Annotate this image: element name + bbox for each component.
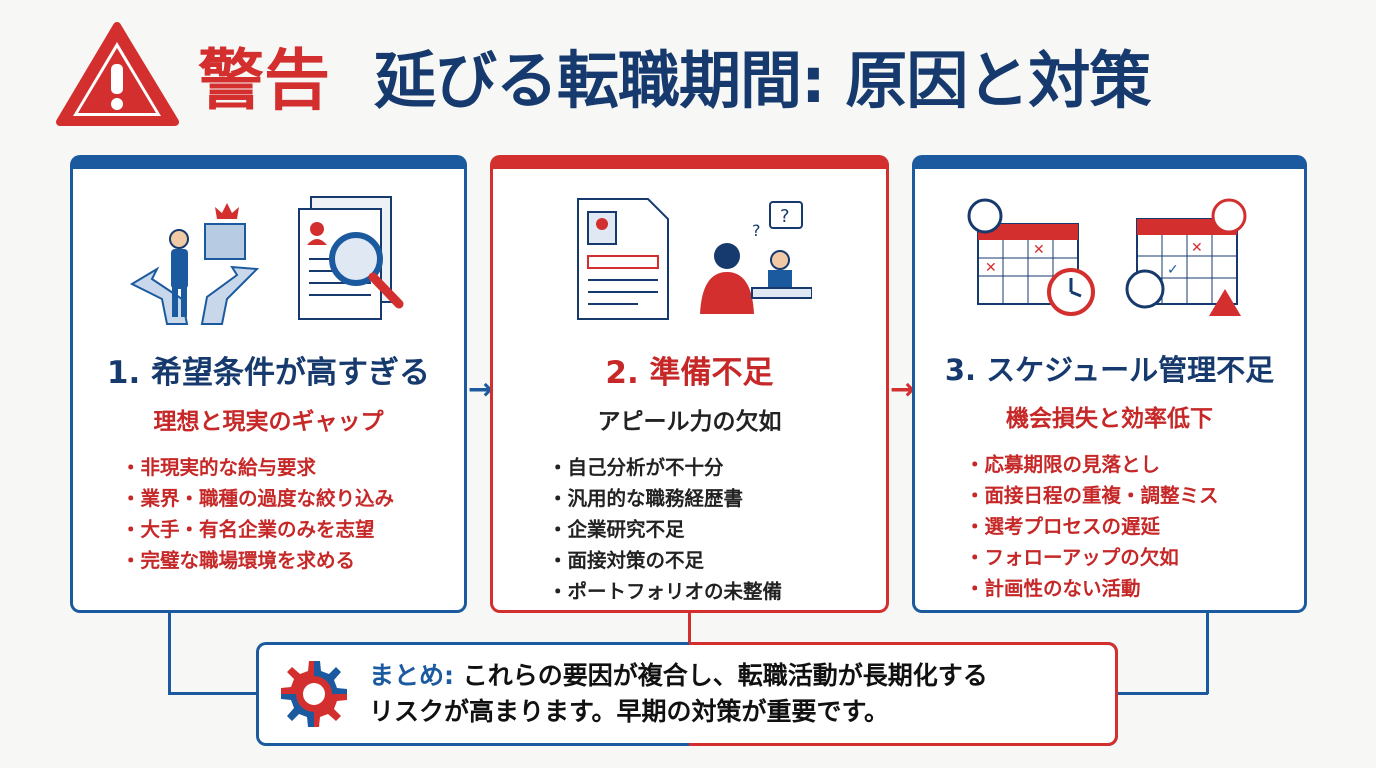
connector-line-left (168, 612, 171, 694)
page-title: 延びる転職期間: 原因と対策 (374, 44, 1151, 117)
header: 警告 延びる転職期間: 原因と対策 (55, 20, 1151, 130)
list-item: フォローアップの欠如 (965, 542, 1304, 573)
calendar-clock-icon: ✕✕ (967, 198, 1095, 316)
list-item: 業界・職種の過度な絞り込み (121, 483, 464, 514)
cause-list: 非現実的な給与要求 業界・職種の過度な絞り込み 大手・有名企業のみを志望 完璧な… (121, 452, 464, 576)
list-item: ポートフォリオの未整備 (548, 576, 886, 607)
arrow-right-icon: → (468, 372, 494, 407)
cause-card-1: 1. 希望条件が高すぎる 理想と現実のギャップ 非現実的な給与要求 業界・職種の… (70, 155, 467, 613)
illustration: ✕✕ ✕✓ (915, 169, 1304, 339)
list-item: 面接対策の不足 (548, 545, 886, 576)
list-item: 計画性のない活動 (965, 573, 1304, 604)
card-subtitle: 機会損失と効率低下 (1006, 406, 1213, 432)
illustration (73, 169, 464, 339)
summary-lead: まとめ: (369, 661, 454, 690)
summary-border-accent (689, 642, 1118, 746)
svg-text:✓: ✓ (1167, 262, 1179, 278)
cause-card-2: ? ? 2. 準備不足 アピール力の欠如 自己分析が不十分 汎用的な職務経歴書 … (490, 155, 889, 613)
list-item: 選考プロセスの遅延 (965, 511, 1304, 542)
warning-label: 警告 (198, 42, 330, 119)
summary-line-2: リスクが高まります。早期の対策が重要です。 (369, 697, 890, 726)
calendar-alert-icon: ✕✓ (1125, 198, 1246, 316)
svg-text:?: ? (780, 206, 790, 227)
connector-line-right-h (1118, 692, 1208, 695)
list-item: 企業研究不足 (548, 514, 886, 545)
card-title: 1. 希望条件が高すぎる (106, 355, 431, 391)
connector-line-center (688, 612, 691, 644)
list-item: 応募期限の見落とし (965, 449, 1304, 480)
resume-document-icon (576, 198, 669, 320)
warning-triangle-icon (56, 22, 179, 126)
list-item: 自己分析が不十分 (548, 452, 886, 483)
list-item: 非現実的な給与要求 (121, 452, 464, 483)
cause-list: 応募期限の見落とし 面接日程の重複・調整ミス 選考プロセスの遅延 フォローアップ… (965, 449, 1304, 604)
cause-card-3: ✕✕ ✕✓ 3. スケジュール管理不足 機会損失と効率低下 応募期限の見落とし … (912, 155, 1307, 613)
svg-text:✕: ✕ (1033, 242, 1045, 258)
svg-text:✕: ✕ (1191, 240, 1203, 256)
svg-text:?: ? (752, 221, 761, 240)
card-title: 2. 準備不足 (605, 355, 774, 391)
cause-list: 自己分析が不十分 汎用的な職務経歴書 企業研究不足 面接対策の不足 ポートフォリ… (548, 452, 886, 607)
connector-line-right (1206, 612, 1209, 694)
list-item: 大手・有名企業のみを志望 (121, 514, 464, 545)
connector-line-left-h (168, 692, 258, 695)
card-title: 3. スケジュール管理不足 (944, 353, 1275, 387)
illustration: ? ? (493, 169, 886, 339)
list-item: 完璧な職場環境を求める (121, 545, 464, 576)
card-subtitle: アピール力の欠如 (597, 409, 782, 435)
summary-text: まとめ: これらの要因が複合し、転職活動が長期化する リスクが高まります。早期の… (369, 658, 988, 730)
summary-box: まとめ: これらの要因が複合し、転職活動が長期化する リスクが高まります。早期の… (256, 642, 1118, 746)
interview-icon: ? ? (699, 201, 812, 314)
crossroads-person-icon (129, 203, 259, 325)
list-item: 面接日程の重複・調整ミス (965, 480, 1304, 511)
gear-icon (281, 661, 347, 727)
summary-line-1: これらの要因が複合し、転職活動が長期化する (462, 661, 988, 690)
list-item: 汎用的な職務経歴書 (548, 483, 886, 514)
svg-text:✕: ✕ (985, 260, 997, 276)
arrow-right-icon: → (890, 372, 916, 407)
resume-magnifier-icon (297, 196, 403, 320)
card-subtitle: 理想と現実のギャップ (153, 409, 384, 435)
